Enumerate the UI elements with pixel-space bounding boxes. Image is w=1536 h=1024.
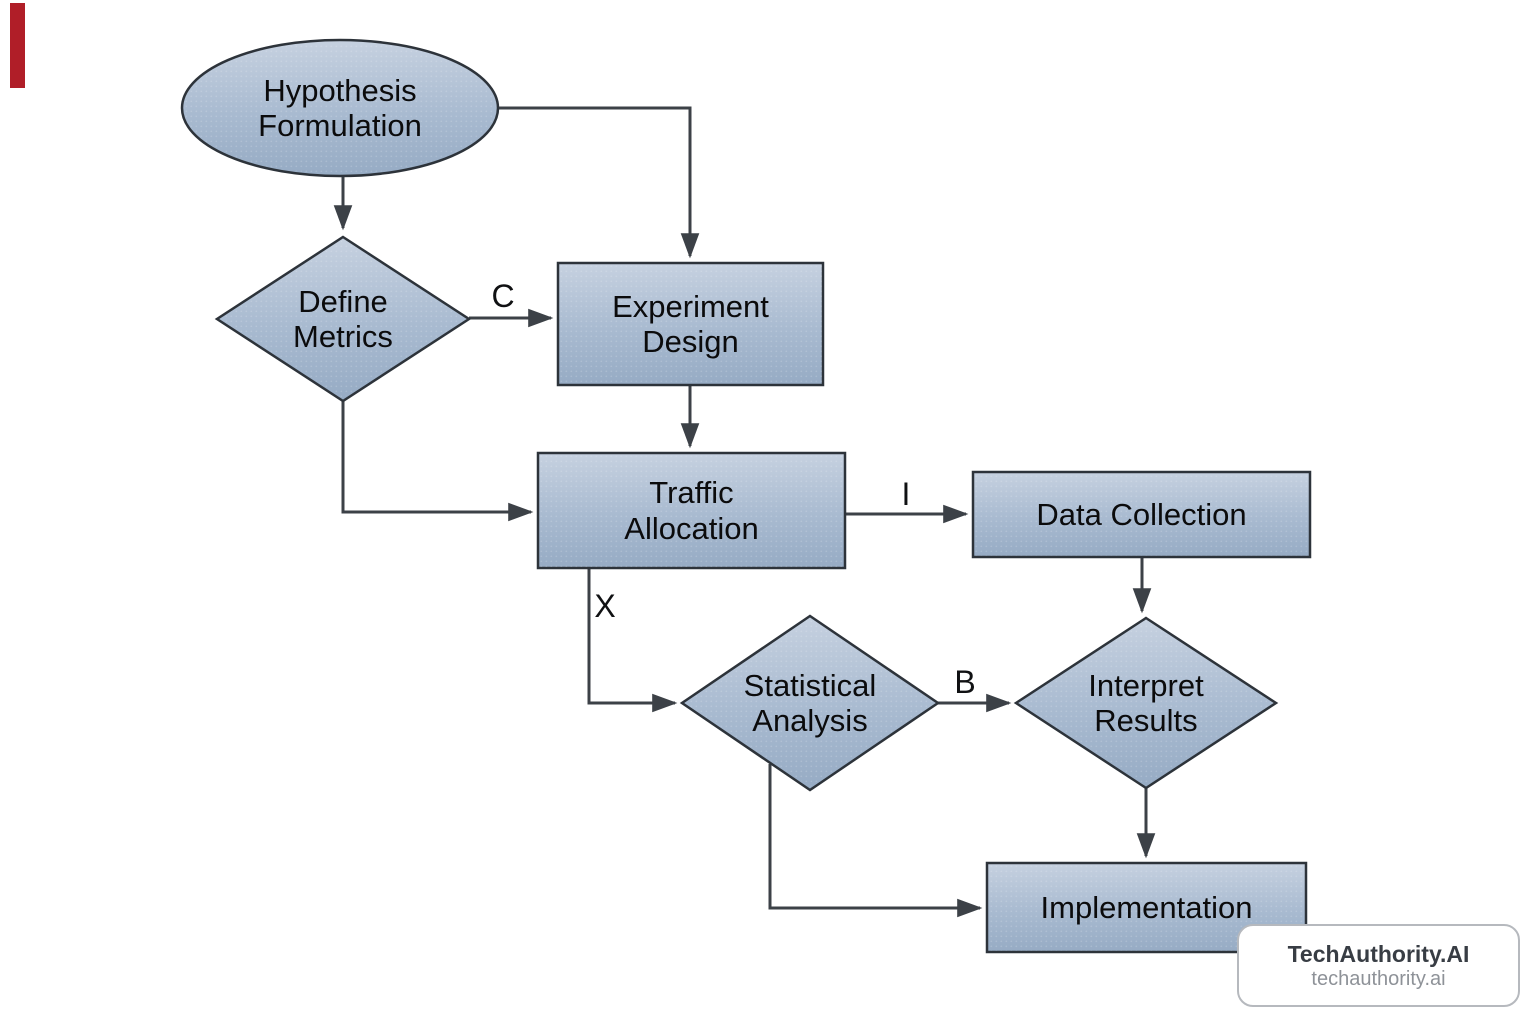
nodes xyxy=(180,38,1312,954)
edge-label-x: X xyxy=(594,588,616,624)
node-interpret-results xyxy=(1013,616,1279,790)
watermark-subtitle: techauthority.ai xyxy=(1311,967,1446,990)
node-define-metrics xyxy=(214,235,472,403)
edge-traffic-allocation-to-statistical-analysis xyxy=(587,568,678,713)
node-traffic-allocation xyxy=(536,451,847,570)
connectors xyxy=(333,106,1156,918)
edge-label-b: B xyxy=(954,664,976,700)
red-accent-bar xyxy=(10,3,25,88)
edge-statistical-analysis-to-implementation xyxy=(768,764,983,918)
watermark-card: TechAuthority.AI techauthority.ai xyxy=(1237,924,1520,1007)
edge-hypothesis-to-experiment-design xyxy=(497,106,700,259)
edge-label-c: C xyxy=(491,278,515,314)
node-experiment-design xyxy=(556,261,825,387)
node-statistical-analysis xyxy=(679,614,941,792)
node-hypothesis-formulation xyxy=(180,38,500,178)
edge-label-i: I xyxy=(901,476,911,512)
watermark-title: TechAuthority.AI xyxy=(1287,940,1470,967)
node-data-collection xyxy=(971,470,1312,559)
edge-define-metrics-to-traffic-allocation xyxy=(341,401,534,522)
